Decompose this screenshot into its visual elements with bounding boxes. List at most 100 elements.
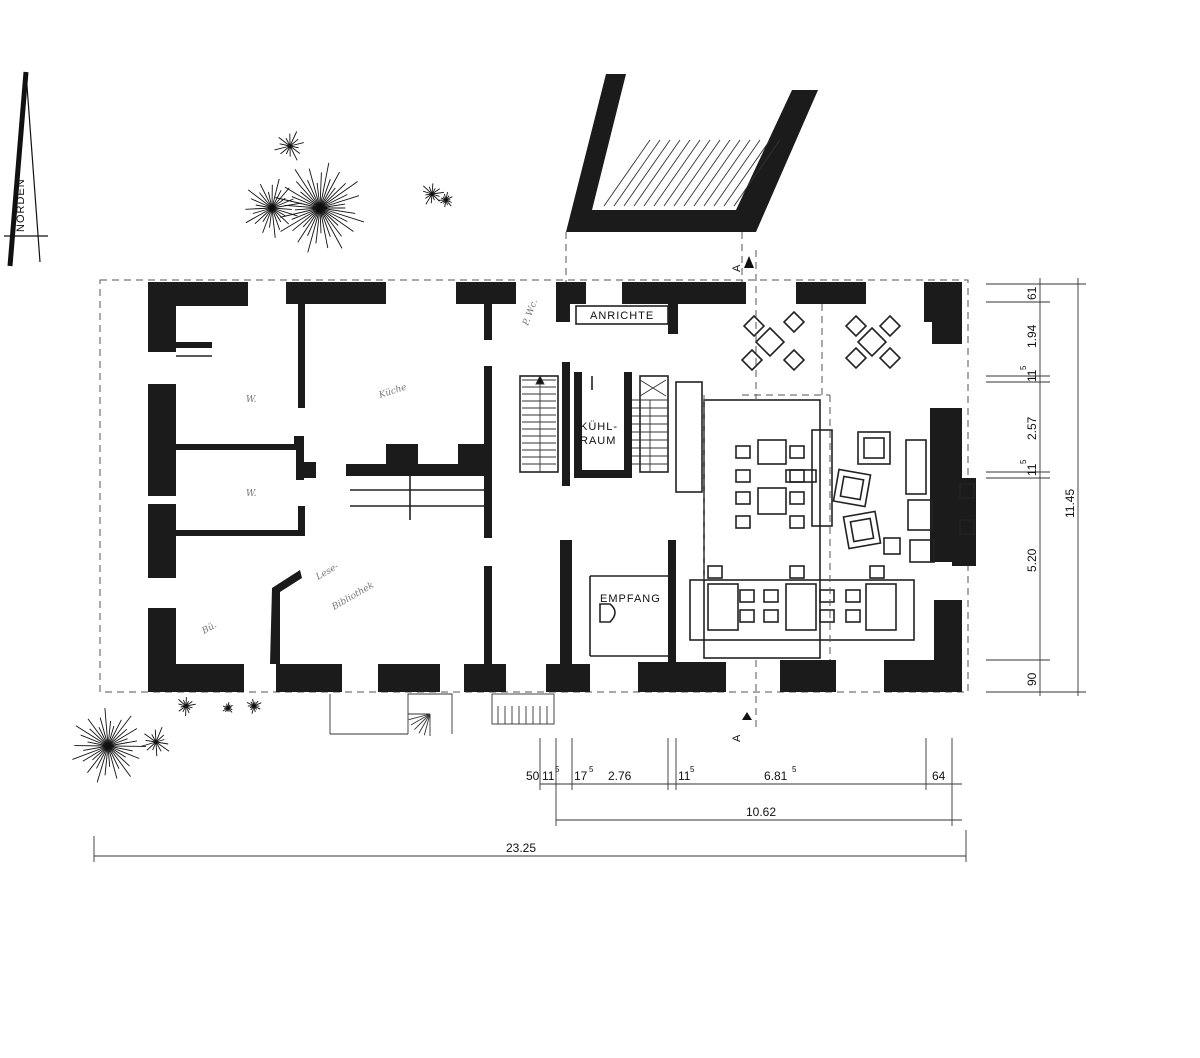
chair-icon	[754, 326, 786, 358]
bar-counter	[811, 429, 833, 527]
dim-17-5-sup: 5	[589, 765, 594, 774]
dimension-lines	[93, 278, 1086, 862]
north-arrow: NORDEN	[4, 71, 48, 267]
dim-11-5-b: 11	[678, 769, 691, 783]
lounge-chair-icon	[832, 468, 872, 508]
chair-icon	[735, 469, 751, 483]
table-icon	[757, 487, 787, 515]
chair-icon	[782, 310, 806, 334]
dim-11-5-c: 11	[1025, 369, 1039, 382]
chair-icon	[878, 314, 902, 338]
dim-50: 50	[526, 769, 540, 783]
dim-11-5-b-sup: 5	[690, 765, 695, 774]
compass-label: NORDEN	[15, 178, 27, 232]
dim-11-5-a: 11	[542, 769, 555, 783]
dim-5-20: 5.20	[1025, 548, 1039, 572]
shrub-icon	[275, 162, 365, 253]
section-marker-bottom: A	[731, 660, 757, 742]
dim-23-25: 23.25	[506, 841, 536, 855]
dim-64: 64	[932, 769, 946, 783]
room-label-kuehlraum-1: KÜHL-	[580, 421, 618, 433]
chair-icon	[739, 609, 755, 623]
chair-icon	[845, 589, 861, 603]
chair-icon	[844, 346, 868, 370]
note-wc-lower: W.	[246, 489, 257, 499]
dim-11-5-a-sup: 5	[555, 765, 560, 774]
exterior-walls	[148, 282, 976, 692]
shrub-icon	[222, 702, 233, 713]
chair-icon	[789, 469, 805, 483]
shrub-icon	[178, 697, 196, 717]
chair-icon	[878, 346, 902, 370]
dim-11-45: 11.45	[1063, 489, 1077, 518]
chair-icon	[819, 609, 835, 623]
shrub-icon	[246, 698, 262, 714]
chair-icon	[869, 565, 885, 579]
shrub-icon	[422, 183, 444, 205]
room-label-kuehlraum-2: RAUM	[580, 435, 616, 447]
bar-counter	[785, 469, 817, 483]
side-table-icon	[883, 537, 901, 555]
beam-lines	[703, 304, 831, 660]
note-lounge-2: Bibliothek	[330, 581, 376, 613]
staircase-main	[522, 374, 556, 472]
tree-icon	[72, 131, 453, 783]
plot-outline	[99, 279, 969, 693]
chair-icon	[735, 445, 751, 459]
chair-icon	[739, 589, 755, 603]
chair-icon	[789, 491, 805, 505]
chair-icon	[740, 348, 764, 372]
stair-entrance	[329, 693, 555, 736]
dim-10-62: 10.62	[746, 805, 776, 819]
note-p-wc: P. Wc.	[521, 298, 540, 328]
shrub-icon	[245, 178, 302, 238]
chair-icon	[735, 491, 751, 505]
chair-icon	[707, 565, 723, 579]
interior-details	[176, 305, 975, 659]
chair-icon	[819, 589, 835, 603]
chair-icon	[845, 609, 861, 623]
dim-17-5: 17	[574, 769, 588, 783]
table-icon	[785, 583, 817, 631]
room-label-anrichte: ANRICHTE	[590, 310, 654, 322]
note-kueche: Küche	[377, 383, 408, 402]
note-office: Bü.	[200, 620, 219, 637]
dim-6-81-5-sup: 5	[792, 765, 797, 774]
chair-icon	[763, 609, 779, 623]
section-label-top: A	[731, 264, 743, 272]
section-marker-top: A	[731, 250, 757, 400]
interior-walls	[176, 304, 678, 664]
dim-2-76: 2.76	[608, 769, 632, 783]
note-wc-upper: W.	[246, 395, 257, 405]
lounge-chair-icon	[842, 510, 882, 550]
dining-furniture	[707, 310, 902, 631]
table-icon	[757, 439, 787, 465]
staircase-cellar	[632, 379, 668, 472]
table-icon	[865, 583, 897, 631]
chair-icon	[844, 314, 868, 338]
chair-icon	[789, 515, 805, 529]
shrub-icon	[72, 708, 147, 783]
dim-6-81-5: 6.81	[764, 769, 788, 783]
dim-61: 61	[1025, 286, 1039, 300]
chair-icon	[856, 326, 888, 358]
room-label-empfang: EMPFANG	[600, 593, 661, 605]
chair-icon	[742, 314, 766, 338]
dim-90: 90	[1025, 672, 1039, 686]
dim-11-5-c-sup: 5	[1019, 365, 1028, 370]
dim-11-5-d-sup: 5	[1019, 459, 1028, 464]
chair-icon	[789, 565, 805, 579]
dim-11-5-d: 11	[1025, 463, 1039, 476]
table-icon	[707, 583, 739, 631]
shrub-icon	[437, 192, 453, 208]
section-label-bottom: A	[731, 734, 743, 742]
lounge-chair-icon	[857, 431, 891, 465]
note-lounge: Lese-	[314, 562, 341, 583]
dim-2-57: 2.57	[1025, 416, 1039, 440]
chair-icon	[735, 515, 751, 529]
shrub-icon	[140, 727, 170, 757]
chair-icon	[763, 589, 779, 603]
shrub-icon	[274, 131, 304, 161]
chair-icon	[782, 348, 806, 372]
